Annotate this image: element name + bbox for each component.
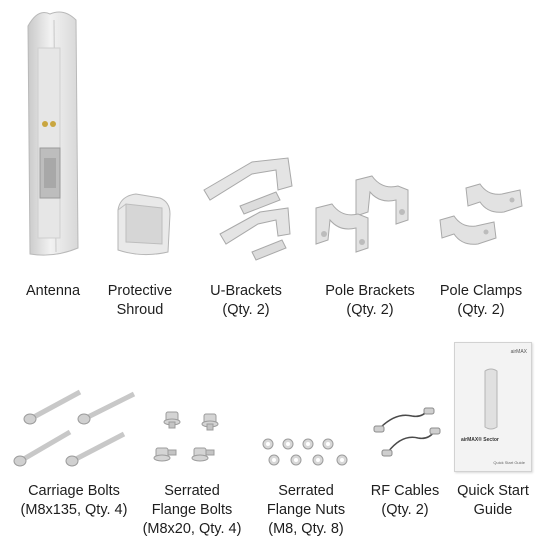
quick-start-guide-label: Quick Start Guide (457, 483, 529, 518)
flange-nuts-image (262, 438, 348, 466)
flange-bolts-label: Serrated Flange Bolts (M8x20, Qty. 4) (142, 483, 242, 537)
pole-clamps-image (439, 183, 523, 245)
shroud-image (117, 193, 171, 256)
shroud-label: Protective Shroud (107, 283, 173, 318)
carriage-bolts-label: Carriage Bolts (M8x135, Qty. 4) (20, 483, 128, 518)
antenna-label: Antenna (25, 283, 81, 299)
flange-bolts-image (153, 411, 219, 462)
guide-subtitle: Quick Start Guide (493, 460, 525, 465)
u-brackets-image (203, 157, 293, 261)
rf-cables-label: RF Cables (Qty. 2) (370, 483, 440, 518)
quick-start-guide-booklet: airMAX airMAX® Sector Quick Start Guide (454, 342, 532, 472)
rf-cables-image (373, 407, 441, 457)
guide-title: airMAX® Sector (461, 437, 499, 443)
carriage-bolts-image (13, 389, 136, 467)
guide-brand-logo: airMAX (510, 349, 527, 355)
guide-antenna-illustration (484, 368, 498, 430)
u-brackets-label: U-Brackets (Qty. 2) (210, 283, 282, 318)
flange-nuts-label: Serrated Flange Nuts (M8, Qty. 8) (266, 483, 346, 537)
antenna-image (27, 11, 79, 256)
pole-clamps-label: Pole Clamps (Qty. 2) (439, 283, 523, 318)
pole-brackets-image (315, 175, 409, 253)
pole-brackets-label: Pole Brackets (Qty. 2) (325, 283, 415, 318)
